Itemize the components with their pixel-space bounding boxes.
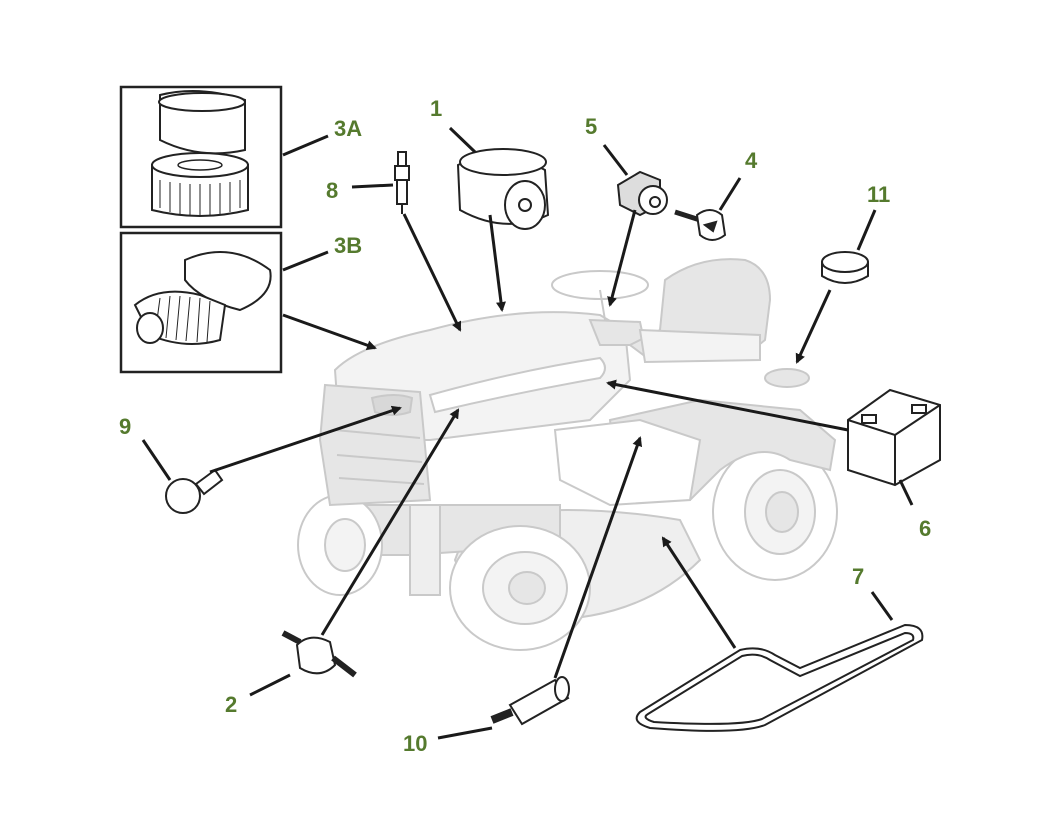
- drive-belt-part: [635, 623, 924, 732]
- spark-plug-part: [394, 151, 410, 214]
- leader-9: [141, 439, 172, 481]
- leader-7: [870, 591, 894, 621]
- arrow-11: [795, 289, 832, 364]
- leader-5: [602, 144, 629, 176]
- callout-9: 9: [119, 414, 132, 439]
- arrow-7: [661, 536, 737, 649]
- leader-11: [856, 209, 877, 251]
- arrow-5: [607, 209, 637, 307]
- headlight-bulb-part: [165, 468, 224, 514]
- leader-2: [249, 673, 291, 697]
- lawn-tractor-illustration: [297, 258, 838, 651]
- steering-wheel: [551, 270, 649, 300]
- arrow-9: [209, 405, 402, 474]
- callout-5: 5: [585, 114, 598, 139]
- arrow-3b: [282, 313, 377, 351]
- leader-lines: [141, 126, 914, 740]
- callout-3a: 3A: [334, 116, 363, 141]
- leader-10: [437, 726, 493, 740]
- air-filter-box-3b: [119, 231, 283, 374]
- leader-1: [448, 126, 477, 154]
- callout-2: 2: [225, 692, 238, 717]
- air-filter-box-3a: [119, 85, 283, 229]
- ignition-switch-part: [616, 170, 668, 217]
- callout-1: 1: [430, 96, 443, 121]
- callout-8: 8: [326, 178, 339, 203]
- leader-3b: [282, 250, 329, 272]
- leader-4: [718, 177, 742, 211]
- callout-10: 10: [403, 731, 428, 756]
- leader-6: [898, 479, 914, 506]
- arrow-6: [606, 379, 849, 432]
- leader-8: [351, 183, 394, 189]
- callout-11: 11: [867, 182, 891, 207]
- leader-3a: [282, 134, 329, 157]
- muffler-part: [490, 676, 570, 726]
- callout-4: 4: [745, 148, 758, 173]
- key-part: [674, 209, 727, 241]
- arrow-8: [402, 213, 462, 332]
- fuel-filter-part: [281, 630, 357, 678]
- arrow-1: [488, 214, 506, 312]
- oil-filter-part: [456, 148, 550, 230]
- fuel-cap-part: [821, 251, 869, 284]
- callout-7: 7: [852, 564, 865, 589]
- arrow-10: [553, 436, 643, 679]
- battery-part: [847, 388, 941, 487]
- arrow-2: [320, 408, 460, 636]
- callout-6: 6: [919, 516, 932, 541]
- callout-3b: 3B: [334, 233, 363, 258]
